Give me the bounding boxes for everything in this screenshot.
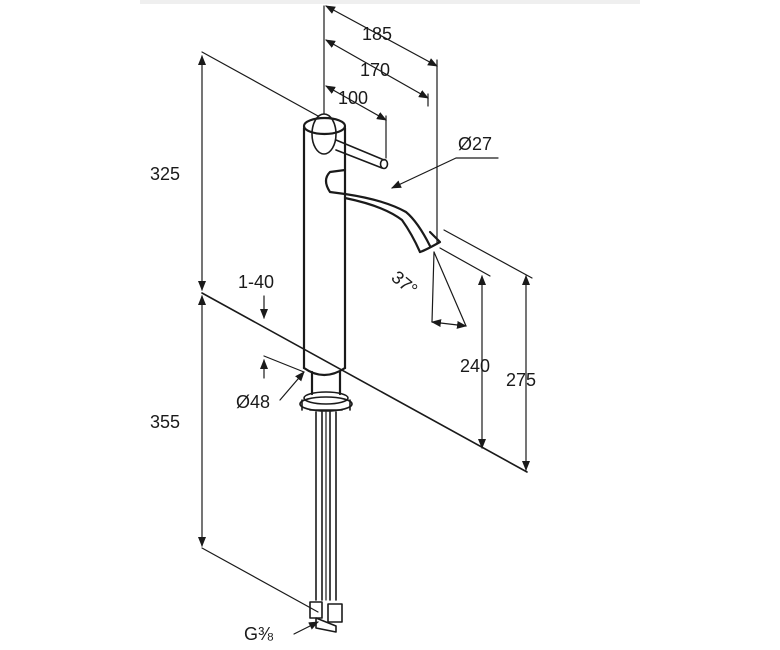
- dimension-275: 275: [443, 229, 536, 471]
- hose-fitting-2: [327, 603, 343, 623]
- label-240: 240: [460, 356, 490, 376]
- lever-handle: [335, 139, 385, 169]
- base-flange-top: [303, 391, 349, 405]
- label-1-40: 1-40: [238, 272, 274, 292]
- hose-1: [315, 411, 323, 601]
- label-d48: Ø48: [236, 392, 270, 412]
- countertop-line: [201, 292, 528, 473]
- spout-outlet: [418, 230, 442, 254]
- label-185: 185: [362, 24, 392, 44]
- spout-upper: [324, 168, 432, 248]
- dimension-d48: Ø48: [236, 371, 305, 412]
- dimension-1-40: 1-40: [238, 272, 305, 379]
- dimension-thread: G⅜: [244, 621, 319, 644]
- fixing-nut: [301, 399, 351, 411]
- label-100: 100: [338, 88, 368, 108]
- column-top-cap: [302, 116, 347, 136]
- dimension-100: 100: [325, 85, 387, 159]
- dimension-325: 325: [150, 51, 319, 291]
- base-ring: [310, 370, 342, 396]
- top-edge-strip: [140, 0, 640, 4]
- label-170: 170: [360, 60, 390, 80]
- base-flange-bottom: [299, 396, 353, 412]
- lever-tip: [379, 158, 389, 170]
- dimension-d27: Ø27: [391, 134, 499, 189]
- dimension-240: 240: [439, 247, 491, 449]
- label-angle: 37°: [388, 267, 422, 300]
- label-thread: G⅜: [244, 624, 274, 644]
- label-d27: Ø27: [458, 134, 492, 154]
- label-355: 355: [150, 412, 180, 432]
- dimension-angle-37: 37°: [388, 251, 467, 329]
- hose-2: [329, 411, 337, 601]
- dimension-170: 170: [325, 39, 429, 107]
- hose-fitting-1: [309, 601, 323, 619]
- label-275: 275: [506, 370, 536, 390]
- hose-nut: [315, 617, 337, 633]
- dimension-355: 355: [150, 295, 319, 613]
- spout-lower: [343, 196, 422, 254]
- faucet-body: [299, 113, 442, 633]
- label-325: 325: [150, 164, 180, 184]
- dimension-185: 185: [323, 5, 438, 245]
